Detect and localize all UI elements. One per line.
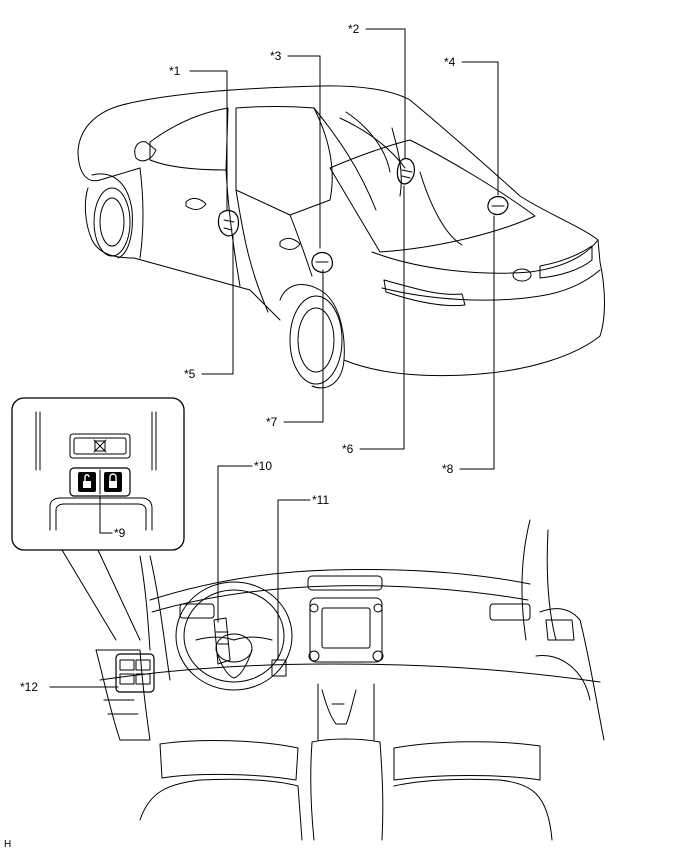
callout-5: *5	[184, 367, 196, 381]
door-lock-assembly-icons	[217, 157, 509, 273]
lock-icon	[109, 473, 117, 488]
switch-detail-inset	[11, 397, 185, 641]
callout-7: *7	[266, 415, 278, 429]
figure-corner-mark: H	[4, 839, 12, 850]
callout-6: *6	[342, 442, 354, 456]
vehicle-interior-illustration	[95, 519, 605, 841]
callout-1: *1	[169, 64, 181, 78]
callout-11: *11	[312, 493, 330, 507]
callout-4: *4	[444, 55, 456, 69]
vehicle-exterior-illustration	[77, 85, 605, 389]
callout-12: *12	[20, 680, 39, 694]
leader-lines	[49, 28, 499, 688]
door-lock-switch-icons	[78, 472, 122, 492]
unlock-icon	[83, 474, 91, 488]
callout-9: *9	[114, 526, 126, 540]
callout-8: *8	[442, 462, 454, 476]
callout-3: *3	[270, 49, 282, 63]
callout-10: *10	[254, 459, 273, 473]
callout-2: *2	[348, 22, 360, 36]
